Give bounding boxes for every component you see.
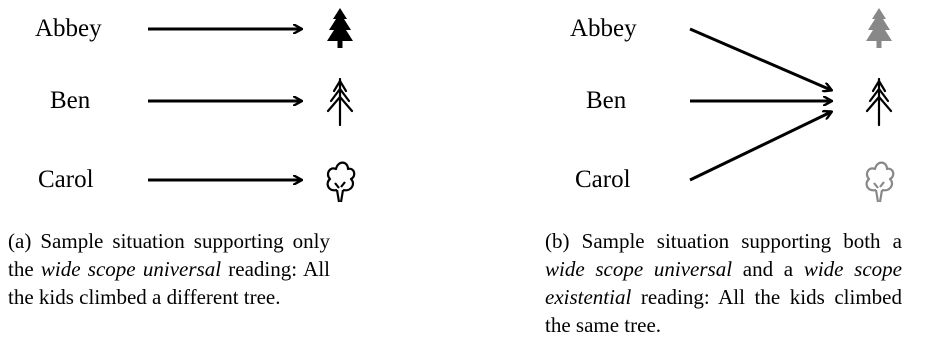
kid-name-abbey: Abbey: [35, 15, 102, 42]
pine-tree-icon: [865, 77, 893, 127]
kid-name-ben: Ben: [586, 87, 627, 114]
panel-a-diagram: [148, 8, 356, 203]
caption-b-text-pre: Sample situation supporting both a: [581, 229, 903, 253]
kid-name-carol: Carol: [575, 166, 631, 193]
caption-a-text-post: reading: All the kids climbed a differen…: [8, 257, 331, 309]
kid-name-ben: Ben: [50, 87, 91, 114]
caption-b-emphasis-2: wide scope existential: [545, 257, 902, 309]
panel-b-diagram: [689, 8, 895, 203]
fir-tree-icon: [866, 8, 892, 48]
caption-a-emphasis: wide scope universal: [40, 257, 222, 281]
arrow-carol: [689, 112, 831, 182]
leafy-tree-icon: [326, 161, 356, 203]
kid-name-carol: Carol: [38, 166, 94, 193]
caption-b-emphasis-1: wide scope universal: [545, 257, 733, 281]
caption-a: (a) Sample situation supporting only the…: [8, 227, 330, 311]
arrow-abbey: [689, 27, 831, 90]
caption-a-label: (a): [8, 229, 32, 253]
kid-name-abbey: Abbey: [570, 15, 637, 42]
fir-tree-icon: [327, 8, 353, 48]
caption-b-label: (b): [545, 229, 570, 253]
pine-tree-icon: [326, 77, 354, 127]
panel-a: Abbey Ben Carol (: [0, 0, 440, 347]
panel-b: Abbey Ben Carol (: [540, 0, 927, 347]
leafy-tree-icon: [865, 161, 895, 203]
caption-b-text-post: reading: All the kids climbed the same t…: [545, 285, 902, 337]
caption-b-text-mid: and a: [742, 257, 794, 281]
caption-a-text-pre: Sample situation supporting only the: [8, 229, 330, 281]
caption-b: (b) Sample situation supporting both a w…: [545, 227, 902, 339]
